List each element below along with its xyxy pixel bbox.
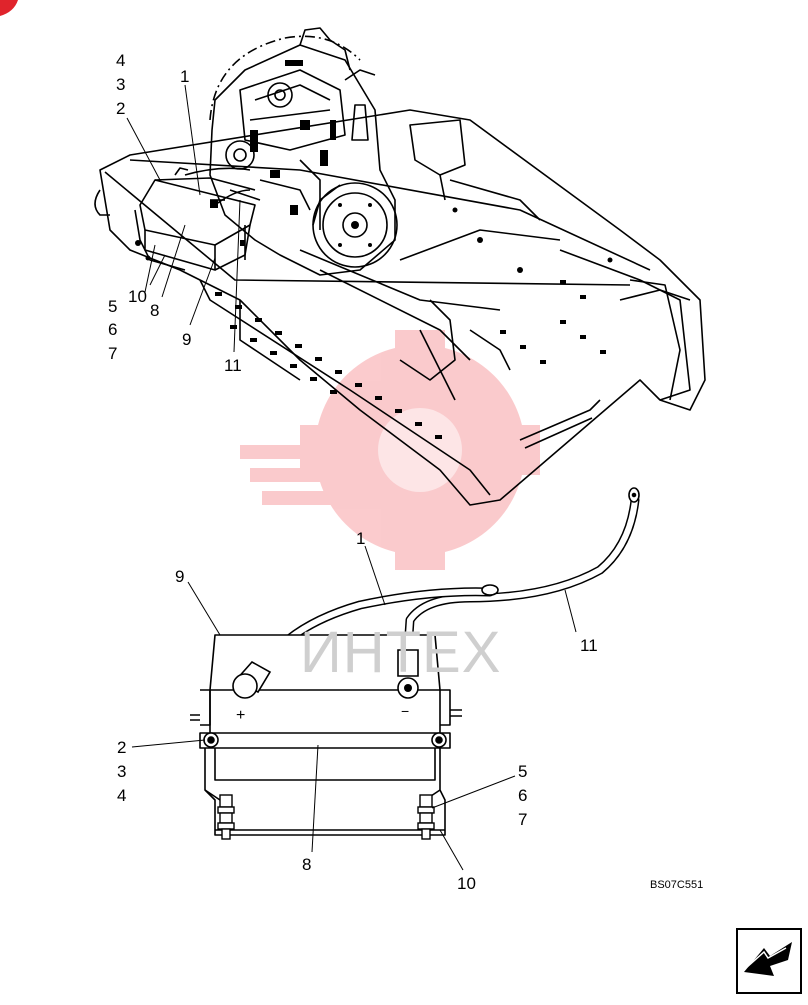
machine-frame <box>94 109 706 506</box>
callout-11: 11 <box>224 356 242 375</box>
callout-4: 4 <box>116 51 125 70</box>
frame-holes <box>215 207 613 439</box>
detail-callout-5: 5 <box>518 762 527 781</box>
detail-callout-6: 6 <box>518 786 527 805</box>
callout-8: 8 <box>150 301 159 320</box>
hold-down-bolts <box>203 732 447 748</box>
mounting-hardware <box>217 794 435 840</box>
detail-callout-9: 9 <box>175 567 184 586</box>
positive-sign: + <box>236 707 245 724</box>
detail-callout-1: 1 <box>356 529 365 548</box>
callout-1: 1 <box>180 67 189 86</box>
top-leader-lines <box>126 84 241 353</box>
callout-10: 10 <box>128 287 147 306</box>
next-page-arrow-icon[interactable] <box>736 928 802 994</box>
detail-callout-2: 2 <box>117 738 126 757</box>
ring-terminals <box>481 487 640 596</box>
detail-callout-8: 8 <box>302 855 311 874</box>
watermark-logo-hole <box>378 408 462 492</box>
engine-shading <box>250 60 372 247</box>
detail-callout-7: 7 <box>518 810 527 829</box>
detail-callout-11: 11 <box>580 636 598 655</box>
callout-3: 3 <box>116 75 125 94</box>
detail-callout-4: 4 <box>117 786 126 805</box>
detail-callout-10: 10 <box>457 874 476 893</box>
detail-callouts: 1 9 11 2 3 4 5 6 7 8 10 <box>117 529 598 893</box>
watermark-text: ИНТЕХ <box>300 620 501 685</box>
top-battery-assembly <box>134 167 256 271</box>
battery-terminals: + − <box>232 649 419 724</box>
callout-7: 7 <box>108 344 117 363</box>
positive-post <box>232 673 258 699</box>
detail-leader-lines <box>131 545 577 871</box>
battery-tray-8 <box>199 732 451 836</box>
negative-clamp <box>397 649 419 677</box>
top-battery-bolts <box>135 200 245 261</box>
top-callouts: 4 3 2 1 5 10 8 6 9 7 11 <box>108 51 242 375</box>
negative-sign: − <box>401 703 409 719</box>
detail-callout-3: 3 <box>117 762 126 781</box>
drawing-code: BS07C551 <box>650 879 703 891</box>
callout-2: 2 <box>116 99 125 118</box>
corner-mark-icon <box>0 0 18 16</box>
callout-5: 5 <box>108 297 117 316</box>
callout-6: 6 <box>108 320 117 339</box>
callout-9: 9 <box>182 330 191 349</box>
cable-11 <box>403 495 640 655</box>
